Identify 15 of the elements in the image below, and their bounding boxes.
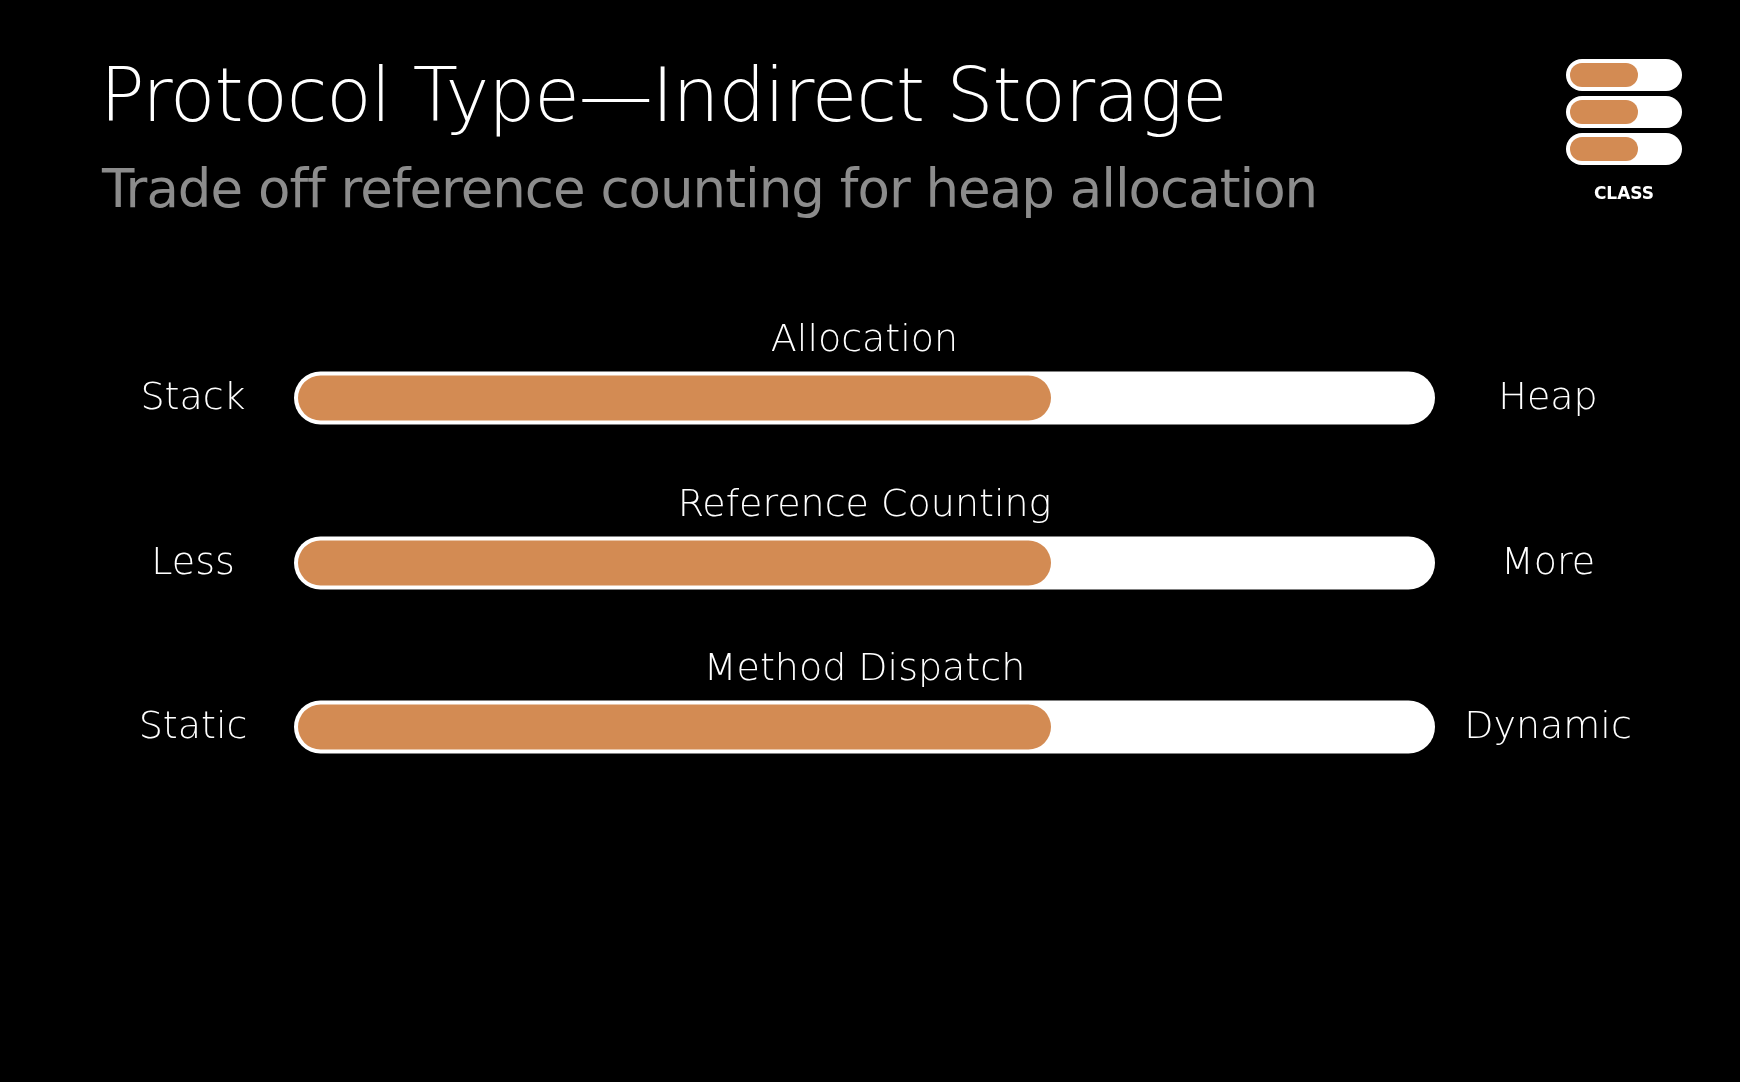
high-end-label: Heap [1497,374,1599,418]
low-end-label: Less [150,539,236,583]
icon-caption: CLASS [1592,183,1656,203]
slider-bar [294,536,1435,590]
low-end-label: Static [137,703,249,747]
slider-bar [294,700,1435,754]
bar-heading: Reference Counting [676,481,1053,525]
slider-bar [294,371,1435,425]
bar-heading: Allocation [769,316,960,360]
low-end-label: Stack [139,374,247,418]
slide-subtitle: Trade off reference counting for heap allocation [102,158,1318,219]
slide-title: Protocol Type—Indirect Storage [100,52,1227,138]
bar-heading: Method Dispatch [702,645,1027,689]
high-end-label: Dynamic [1463,703,1633,747]
high-end-label: More [1499,539,1597,583]
